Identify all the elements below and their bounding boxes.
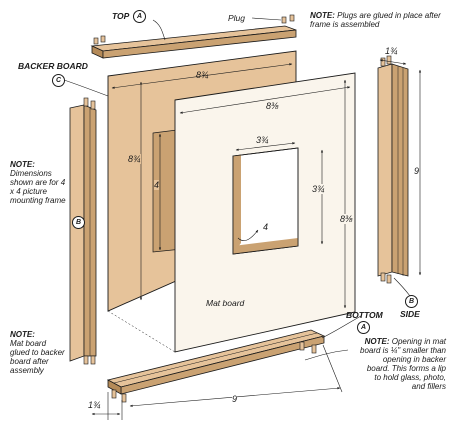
top-label: TOP xyxy=(112,11,130,21)
leader-lines xyxy=(63,17,411,361)
dim-opening-height: 3¾ xyxy=(312,184,325,194)
dim-backer-height: 8¾ xyxy=(128,154,141,164)
backer-board-label: BACKER BOARD xyxy=(18,61,88,71)
top-plugs xyxy=(93,14,295,45)
note-opening-body: Opening in mat board is ¼" smaller than … xyxy=(360,337,446,391)
plug-label: Plug xyxy=(228,13,246,23)
dim-opening-width: 3¾ xyxy=(256,135,269,145)
note-opening-head: NOTE: xyxy=(364,337,390,346)
backer-board-callout: C xyxy=(52,74,65,87)
dim-opening-reveal: 4 xyxy=(263,222,269,232)
note-dimensions-body: Dimensions shown are for 4 x 4 picture m… xyxy=(10,169,66,205)
mat-board-label: Mat board xyxy=(206,298,245,308)
note-mat-glued-body: Mat board glued to backer board after as… xyxy=(10,339,65,375)
note-opening: NOTE: Opening in mat board is ¼" smaller… xyxy=(360,337,446,391)
left-side-callout: B xyxy=(72,216,85,229)
note-plugs-head: NOTE: xyxy=(310,11,335,20)
right-side-callout: B xyxy=(405,295,418,308)
bottom-label: BOTTOM xyxy=(346,310,383,320)
note-dimensions: NOTE: Dimensions shown are for 4 x 4 pic… xyxy=(10,160,68,205)
dim-mat-height: 8⅜ xyxy=(340,214,353,224)
note-dimensions-head: NOTE: xyxy=(10,160,35,169)
top-piece xyxy=(90,14,297,59)
dim-mat-width: 8⅜ xyxy=(266,101,279,111)
note-mat-glued: NOTE: Mat board glued to backer board af… xyxy=(10,330,66,375)
dim-backer-inner-height: 4 xyxy=(154,180,160,190)
bottom-piece xyxy=(106,329,326,403)
mat-board xyxy=(174,72,356,353)
dim-side-height: 9 xyxy=(414,166,420,176)
left-side-piece xyxy=(69,97,97,365)
dimension-lines xyxy=(91,59,422,420)
right-side-piece xyxy=(377,55,409,284)
right-side-label: SIDE xyxy=(400,309,420,319)
note-mat-glued-head: NOTE: xyxy=(10,330,35,339)
note-plugs: NOTE: Plugs are glued in place after fra… xyxy=(310,11,450,29)
bottom-callout: A xyxy=(357,321,370,334)
note-plugs-body: Plugs are glued in place after frame is … xyxy=(310,11,441,29)
dim-bottom-length: 9 xyxy=(232,394,238,404)
top-callout: A xyxy=(133,10,146,23)
dim-backer-width: 8¾ xyxy=(196,70,209,80)
dim-bottom-width: 1¾ xyxy=(88,400,101,410)
dim-side-width: 1¾ xyxy=(385,46,398,56)
